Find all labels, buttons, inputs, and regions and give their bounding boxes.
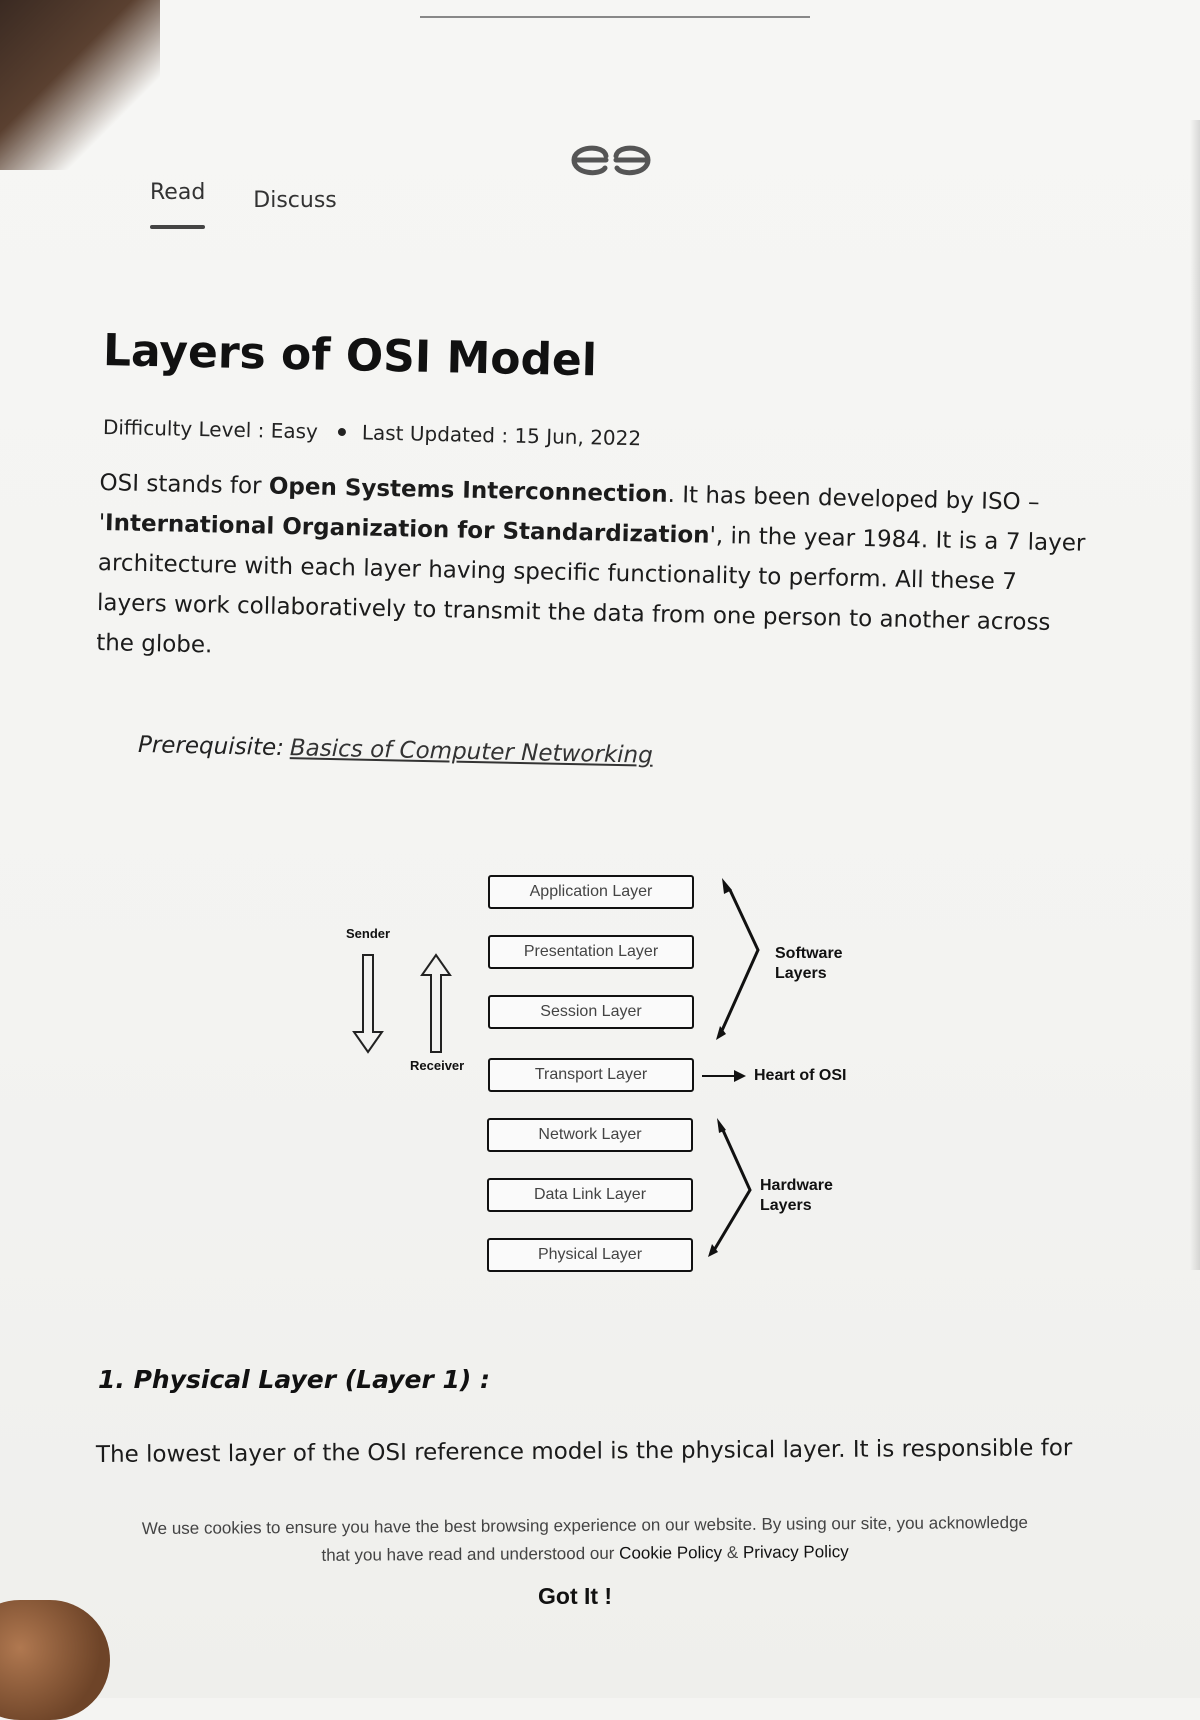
receiver-arrow-icon xyxy=(420,953,452,1053)
cookie-policy-link[interactable]: Cookie Policy xyxy=(619,1543,723,1563)
software-label-line1: Software xyxy=(775,945,843,962)
hardware-brace-arrow-bottom-icon xyxy=(708,1244,718,1257)
cookie-message-text: that you have read and understood our xyxy=(321,1543,620,1565)
data-link-layer-box: Data Link Layer xyxy=(487,1178,693,1212)
software-layers-label: Software Layers xyxy=(775,944,843,984)
section-heading: 1. Physical Layer (Layer 1) : xyxy=(98,1365,491,1394)
tab-read[interactable]: Read xyxy=(150,180,206,229)
sender-label: Sender xyxy=(346,926,391,941)
cookie-banner: We use cookies to ensure you have the be… xyxy=(0,1500,1200,1630)
software-label-line2: Layers xyxy=(775,965,827,982)
hardware-brace-arrow-icon xyxy=(717,1118,726,1133)
top-divider xyxy=(420,16,810,18)
hardware-label-line1: Hardware xyxy=(760,1177,833,1194)
diagram-arrows xyxy=(352,878,760,1257)
page-corner-shadow xyxy=(0,0,160,170)
network-layer-box: Network Layer xyxy=(487,1118,693,1152)
software-brace-arrow-bottom-icon xyxy=(716,1026,726,1040)
receiver-label: Receiver xyxy=(410,1058,465,1073)
section-paragraph: The lowest layer of the OSI reference mo… xyxy=(95,1435,1073,1468)
heart-arrow-icon xyxy=(734,1070,746,1082)
software-brace-arrow-icon xyxy=(722,878,732,894)
session-layer-box: Session Layer xyxy=(488,995,694,1029)
page-edge-shadow xyxy=(1190,120,1200,1270)
heart-of-osi-label: Heart of OSI xyxy=(754,1067,847,1084)
hardware-brace-icon xyxy=(711,1127,752,1253)
prerequisite-label: Prerequisite: xyxy=(137,732,285,762)
last-updated: Last Updated : 15 Jun, 2022 xyxy=(361,420,642,451)
article-tabs: Read Discuss xyxy=(150,180,337,229)
intro-paragraph: OSI stands for Open Systems Interconnect… xyxy=(96,463,1090,684)
article-meta: Difficulty Level : Easy Last Updated : 15… xyxy=(103,415,642,450)
intro-bold-iso: International Organization for Standardi… xyxy=(104,510,710,549)
prerequisite-link[interactable]: Basics of Computer Networking xyxy=(289,735,654,769)
privacy-policy-link[interactable]: Privacy Policy xyxy=(742,1542,849,1562)
difficulty-level: Difficulty Level : Easy xyxy=(102,415,319,444)
page-title: Layers of OSI Model xyxy=(102,325,598,387)
sender-arrow-icon xyxy=(352,954,384,1054)
tab-discuss[interactable]: Discuss xyxy=(253,188,337,213)
application-layer-box: Application Layer xyxy=(488,875,694,909)
intro-text-1: OSI stands for xyxy=(99,469,270,500)
osi-diagram: Application Layer Presentation Layer Ses… xyxy=(330,860,890,1300)
hardware-layers-label: Hardware Layers xyxy=(760,1176,833,1216)
cookie-message: We use cookies to ensure you have the be… xyxy=(100,1509,1070,1572)
physical-layer-box: Physical Layer xyxy=(487,1238,693,1272)
hardware-label-line2: Layers xyxy=(760,1197,812,1214)
prerequisite: Prerequisite:Basics of Computer Networki… xyxy=(138,732,653,769)
cookie-amp: & xyxy=(722,1542,744,1563)
gfg-logo-icon[interactable] xyxy=(568,138,654,182)
finger-photo-artifact xyxy=(0,1600,110,1720)
software-brace-icon xyxy=(718,889,760,1036)
meta-separator-dot xyxy=(337,427,346,437)
transport-layer-box: Transport Layer xyxy=(488,1058,694,1092)
intro-bold-osi: Open Systems Interconnection xyxy=(268,473,668,508)
presentation-layer-box: Presentation Layer xyxy=(488,935,694,969)
got-it-button[interactable]: Got It ! xyxy=(538,1583,613,1609)
